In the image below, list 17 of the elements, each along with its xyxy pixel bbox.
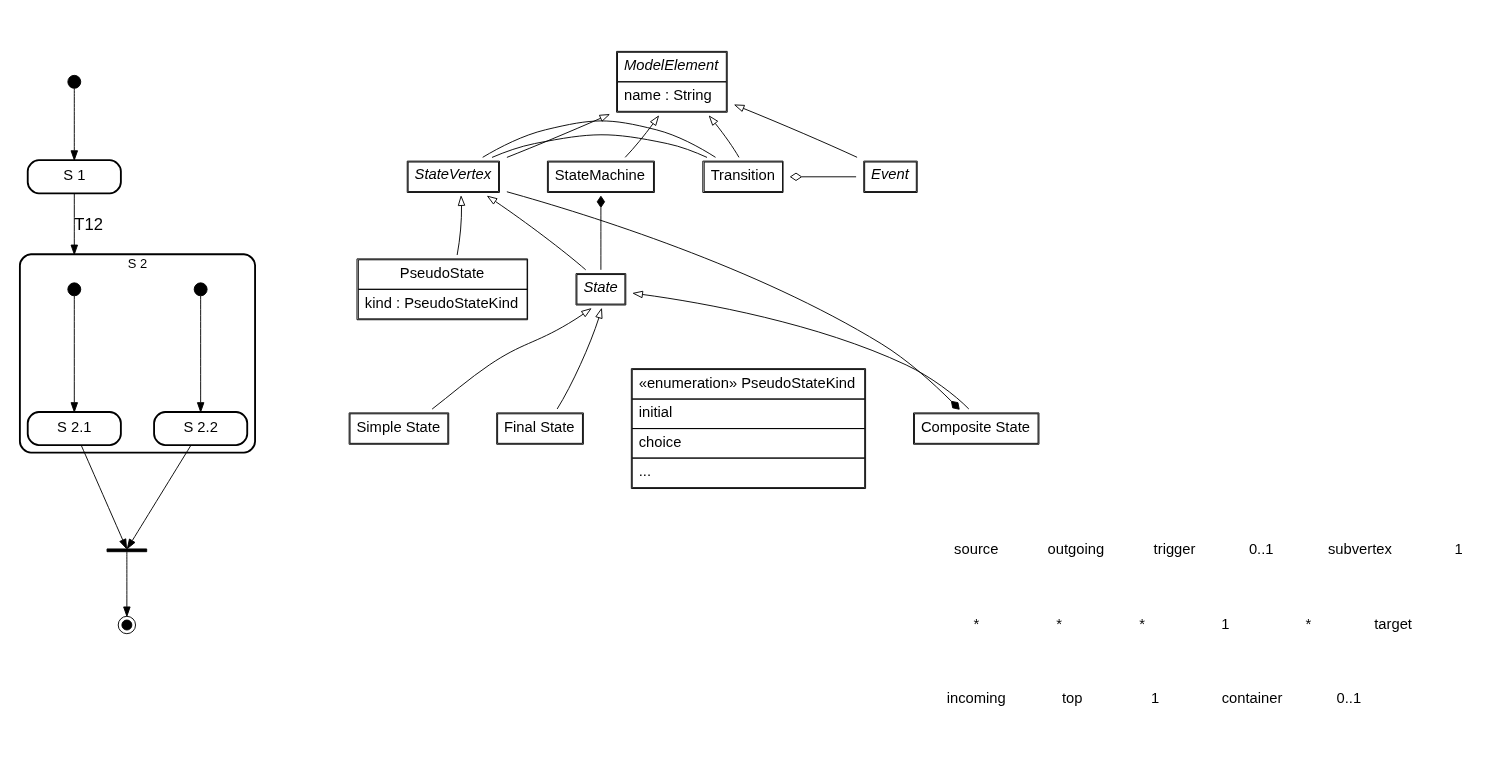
label: 1 <box>1221 615 1230 632</box>
label: container <box>1221 690 1283 707</box>
label: 0..1 <box>1248 540 1274 557</box>
label: outgoing <box>1047 540 1105 557</box>
label: top <box>1061 690 1083 707</box>
label: source <box>954 540 999 557</box>
label: target <box>1374 615 1412 632</box>
label: 0..1 <box>1336 690 1362 707</box>
label: * <box>1305 615 1312 632</box>
label: * <box>973 615 980 632</box>
label: * <box>1056 615 1063 632</box>
label: 1 <box>1151 690 1160 707</box>
label: subvertex <box>1327 540 1392 557</box>
label: trigger <box>1153 540 1196 557</box>
label: * <box>1139 615 1146 632</box>
label: incoming <box>946 690 1006 707</box>
label: 1 <box>1454 540 1463 557</box>
